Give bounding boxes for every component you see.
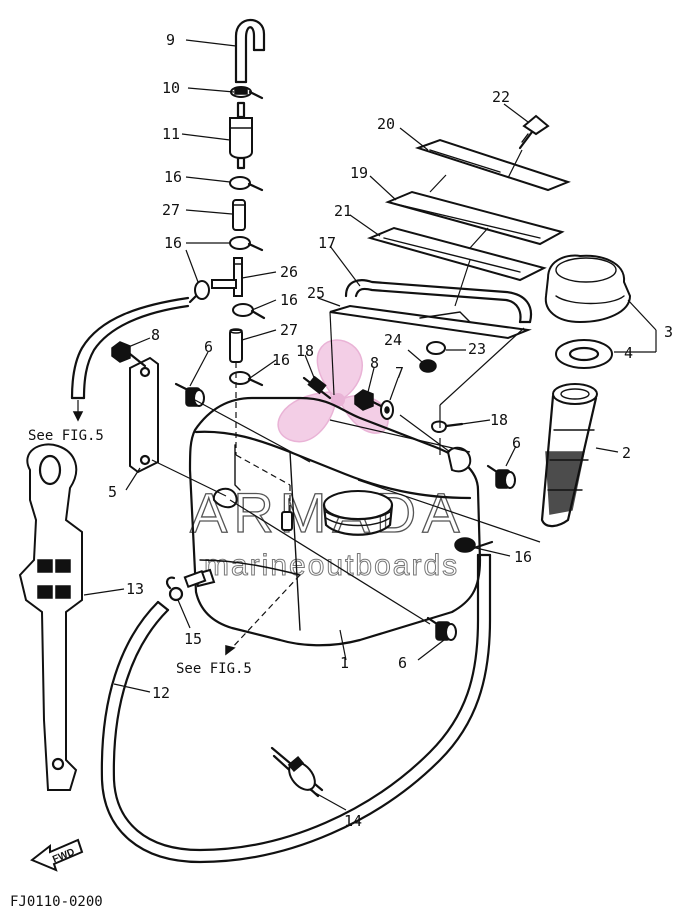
callout-16-e: 16: [514, 548, 532, 566]
callout-22: 22: [492, 88, 510, 106]
callout-15: 15: [184, 630, 202, 648]
callout-27-b: 27: [280, 321, 298, 339]
part-19-plate: [384, 190, 565, 246]
see-fig5-left: See FIG.5: [28, 428, 104, 444]
callout-14: 14: [344, 812, 362, 830]
callout-2: 2: [622, 444, 631, 462]
part-22-screw: [518, 114, 550, 150]
part-6-screw-b: [486, 464, 516, 489]
part-23-nut: [426, 341, 446, 355]
part-16-clip-right: [454, 537, 494, 553]
part-11-fuel-filter: [229, 101, 253, 170]
part-17-handle: [344, 279, 533, 324]
callout-19: 19: [350, 164, 368, 182]
callout-21: 21: [334, 202, 352, 220]
callout-6-c: 6: [398, 654, 407, 672]
part-16-clip-bottom: [229, 371, 264, 387]
callout-16-c: 16: [280, 291, 298, 309]
part-4-gasket: [555, 339, 613, 369]
part-27-short-hose-upper: [232, 199, 246, 231]
part-18-fitting-left: [302, 375, 332, 400]
part-3-filler-cap: [544, 254, 632, 324]
part-27-short-hose-lower: [229, 328, 243, 363]
part-25-bracket: [329, 304, 532, 340]
part-24-grommet: [419, 359, 437, 373]
part-10-hose-clip: [230, 86, 264, 100]
part-1-oil-tank: [188, 396, 482, 647]
callout-4: 4: [624, 344, 633, 362]
callout-11: 11: [162, 125, 180, 143]
watermark-tagline: marineoutboards: [204, 549, 459, 582]
callout-8-b: 8: [370, 354, 379, 372]
callout-23: 23: [468, 340, 486, 358]
callout-13: 13: [126, 580, 144, 598]
callout-8-a: 8: [151, 326, 160, 344]
part-15-nipple: [165, 569, 207, 602]
callout-20: 20: [377, 115, 395, 133]
part-9-bent-hose: [234, 19, 266, 84]
callout-16-d: 16: [272, 351, 290, 369]
callout-3: 3: [664, 323, 673, 341]
part-26-t-joint: [211, 257, 243, 297]
callout-26: 26: [280, 263, 298, 281]
callout-17: 17: [318, 234, 336, 252]
part-14-cable-tie: [270, 746, 324, 798]
part-12-long-hose: [100, 553, 492, 864]
part-16-clip-lower: [232, 303, 266, 320]
fwd-arrow: FWD: [30, 838, 84, 872]
callout-leaders: [83, 39, 657, 811]
callout-6-a: 6: [204, 338, 213, 356]
part-13-strap: [18, 443, 83, 791]
part-18-fitting-right: [430, 420, 464, 433]
callout-5: 5: [108, 483, 117, 501]
callout-12: 12: [152, 684, 170, 702]
drawing-code: FJ0110-0200: [10, 894, 103, 910]
part-8-bolt-left: [111, 341, 147, 368]
callout-18-b: 18: [490, 411, 508, 429]
part-5-bracket: [129, 356, 159, 474]
callout-24: 24: [384, 331, 402, 349]
assembly-guide-lines: [151, 362, 541, 656]
part-16-clip-middle: [229, 236, 264, 252]
callout-27-a: 27: [162, 201, 180, 219]
callout-6-b: 6: [512, 434, 521, 452]
upper-assembly-leads: [329, 149, 525, 428]
callout-16-a: 16: [164, 168, 182, 186]
part-6-screw-a: [174, 382, 205, 407]
part-20-plate: [414, 138, 571, 192]
part-6-screw-c: [426, 616, 457, 641]
part-2-strainer: [540, 383, 598, 528]
hose-to-fig5-left: [70, 296, 190, 422]
callout-9: 9: [166, 31, 175, 49]
callout-16-b: 16: [164, 234, 182, 252]
callout-25: 25: [307, 284, 325, 302]
callout-18-a: 18: [296, 342, 314, 360]
callout-1: 1: [340, 654, 349, 672]
part-7-washer: [380, 400, 394, 420]
callout-10: 10: [162, 79, 180, 97]
callout-7: 7: [395, 364, 404, 382]
part-16-clip-upper: [229, 176, 264, 192]
part-16-clip-tee: [188, 280, 210, 304]
part-21-gasket: [366, 226, 547, 282]
see-fig5-bottom: See FIG.5: [176, 661, 252, 677]
